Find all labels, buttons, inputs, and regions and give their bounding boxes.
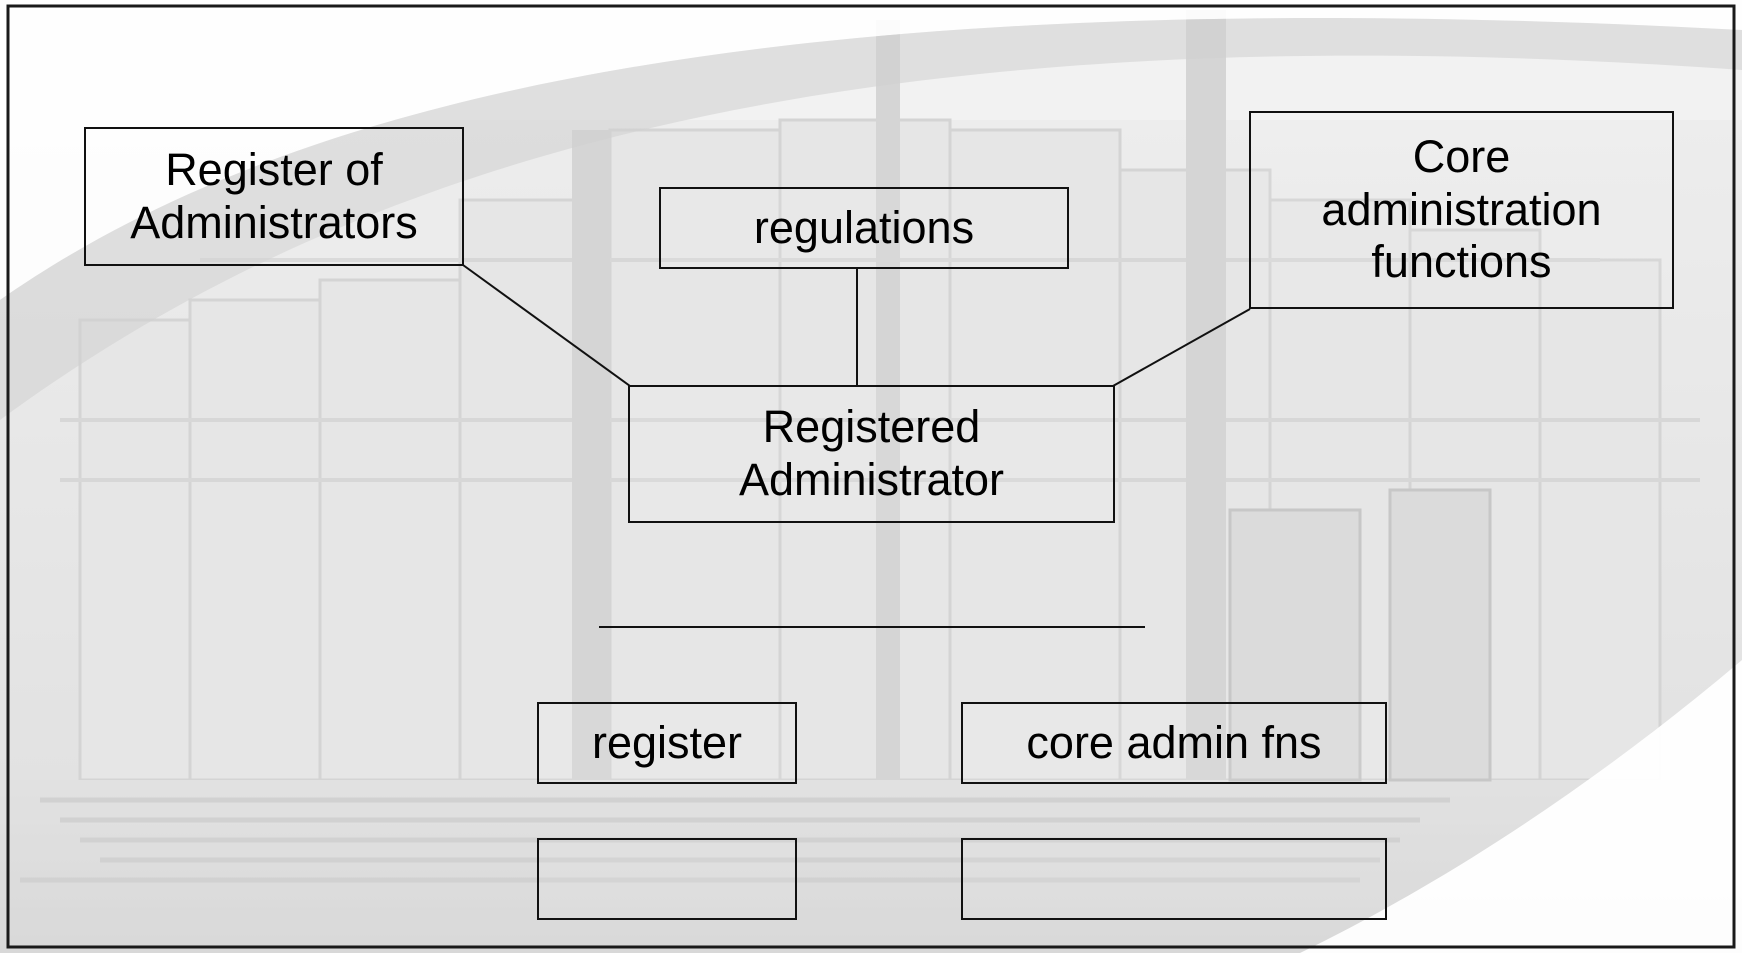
box-register-of-administrators: Register of Administrators	[84, 127, 464, 266]
box-regulations: regulations	[659, 187, 1069, 269]
box-blank-left	[537, 838, 797, 920]
box-register-of-administrators-label: Register of Administrators	[130, 143, 418, 248]
box-registered-administrator-label: Registered Administrator	[738, 401, 1005, 505]
box-blank-right	[961, 838, 1387, 920]
box-core-admin-fns-label: core admin fns	[1026, 716, 1322, 768]
box-regulations-label: regulations	[753, 201, 975, 253]
box-registered-administrator: Registered Administrator	[628, 385, 1115, 523]
box-core-administration-functions-label: Core administration functions	[1321, 131, 1602, 288]
box-core-admin-fns: core admin fns	[961, 702, 1387, 784]
box-register: register	[537, 702, 797, 784]
box-register-label: register	[591, 716, 743, 768]
box-core-administration-functions: Core administration functions	[1249, 111, 1674, 309]
